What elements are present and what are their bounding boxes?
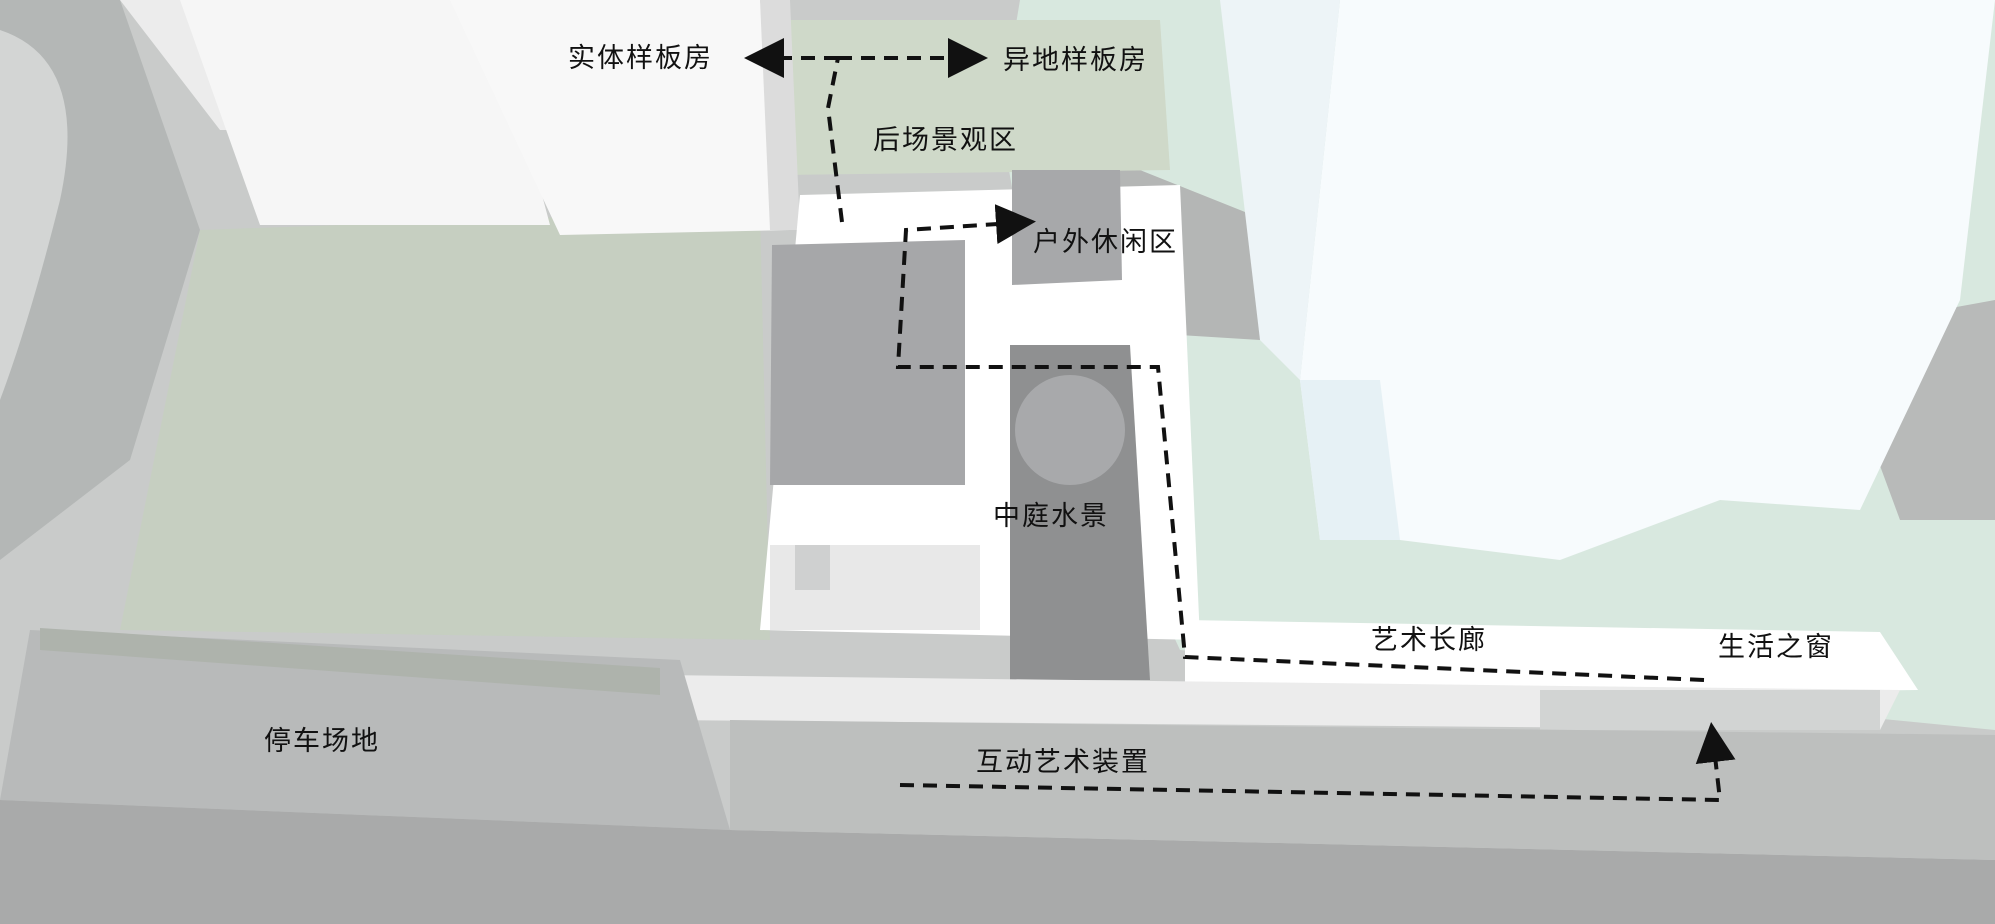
facade-window (795, 545, 830, 590)
main-roof (770, 240, 965, 485)
sidewalk (730, 720, 1995, 860)
label-art-corridor: 艺术长廊 (1371, 625, 1487, 656)
fountain-ripple (1015, 375, 1125, 485)
art-corridor-roof (1185, 620, 1918, 700)
route-segment-rear (825, 57, 844, 223)
label-parking: 停车场地 (264, 726, 380, 757)
label-rear-landscape: 后场景观区 (873, 125, 1018, 156)
label-outdoor-leisure: 户外休闲区 (1033, 227, 1178, 258)
outdoor-pavilion-roof (1012, 170, 1122, 285)
label-window-of-life: 生活之窗 (1718, 632, 1834, 663)
label-model-room-offsite: 异地样板房 (1003, 45, 1148, 76)
label-courtyard-water: 中庭水景 (993, 501, 1109, 532)
building-left-3 (450, 0, 790, 235)
parking-canopy (40, 628, 660, 695)
route-segment-corridor (895, 204, 1705, 682)
tower-right-facade (1300, 380, 1400, 540)
tower-right-side (1220, 0, 1340, 380)
label-interactive-art: 互动艺术装置 (976, 747, 1150, 778)
left-road-curve (0, 30, 68, 400)
main-road (0, 800, 1995, 924)
tower-right (1300, 0, 1995, 560)
label-model-room-physical: 实体样板房 (568, 43, 713, 74)
building-left-2 (180, 0, 550, 225)
window-of-life-base (1540, 690, 1880, 730)
lawn (120, 210, 770, 640)
